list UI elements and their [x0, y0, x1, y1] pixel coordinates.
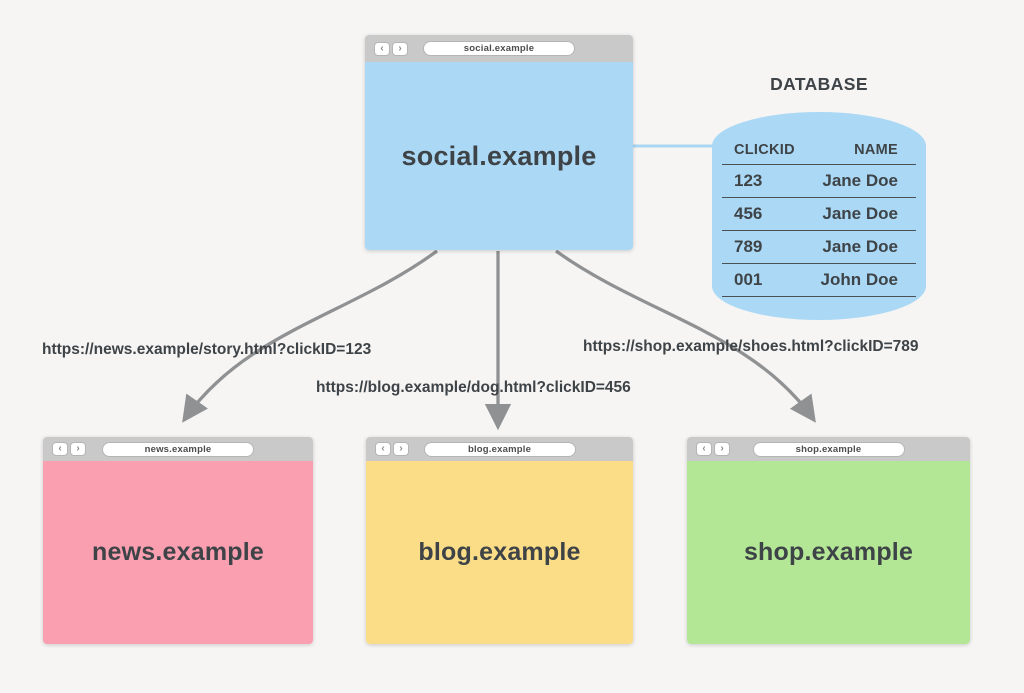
table-row: 456 Jane Doe: [722, 198, 916, 231]
forward-button-icon[interactable]: ›: [70, 442, 86, 456]
back-button-icon[interactable]: ‹: [696, 442, 712, 456]
back-button-icon[interactable]: ‹: [52, 442, 68, 456]
cell-name: Jane Doe: [822, 204, 898, 223]
browser-window-blog: ‹ › blog.example blog.example: [366, 437, 633, 644]
cell-clickid: 789: [734, 237, 763, 256]
forward-button-icon[interactable]: ›: [714, 442, 730, 456]
database-title: DATABASE: [770, 74, 868, 94]
page-content: social.example: [365, 62, 633, 250]
table-header-row: CLICKID NAME: [722, 136, 916, 165]
site-name-label: blog.example: [418, 538, 581, 566]
cell-clickid: 456: [734, 204, 763, 223]
back-button-icon[interactable]: ‹: [374, 41, 390, 56]
back-button-icon[interactable]: ‹: [375, 442, 391, 456]
nav-buttons: ‹ ›: [375, 442, 409, 456]
site-name-label: social.example: [401, 140, 597, 171]
table-row: 789 Jane Doe: [722, 231, 916, 264]
cell-name: Jane Doe: [822, 237, 898, 256]
cell-clickid: 123: [734, 171, 763, 190]
address-bar[interactable]: shop.example: [752, 441, 905, 457]
site-name-label: news.example: [92, 538, 264, 566]
arrow-to-news: [182, 249, 438, 423]
forward-button-icon[interactable]: ›: [392, 41, 408, 56]
page-content: shop.example: [687, 461, 970, 644]
page-content: blog.example: [366, 461, 633, 644]
browser-toolbar: ‹ › blog.example: [366, 437, 633, 461]
browser-toolbar: ‹ › social.example: [365, 35, 633, 62]
database-cylinder: CLICKID NAME 123 Jane Doe 456 Jane Doe 7…: [712, 112, 926, 320]
site-name-label: shop.example: [743, 538, 914, 566]
browser-toolbar: ‹ › shop.example: [687, 437, 970, 461]
url-label-news: https://news.example/story.html?clickID=…: [42, 341, 372, 358]
database-table: CLICKID NAME 123 Jane Doe 456 Jane Doe 7…: [722, 136, 916, 297]
browser-toolbar: ‹ › news.example: [43, 437, 313, 461]
arrow-to-shop: [555, 249, 816, 423]
column-header-name: NAME: [854, 142, 898, 158]
address-bar[interactable]: social.example: [423, 41, 575, 56]
nav-buttons: ‹ ›: [374, 41, 408, 56]
nav-buttons: ‹ ›: [696, 442, 730, 456]
address-bar[interactable]: news.example: [102, 441, 254, 457]
url-label-blog: https://blog.example/dog.html?clickID=45…: [316, 379, 631, 396]
cell-clickid: 001: [734, 270, 763, 289]
cell-name: Jane Doe: [822, 171, 898, 190]
column-header-clickid: CLICKID: [734, 142, 795, 158]
address-bar[interactable]: blog.example: [423, 441, 576, 457]
forward-button-icon[interactable]: ›: [393, 442, 409, 456]
cell-name: John Doe: [820, 270, 898, 289]
url-label-shop: https://shop.example/shoes.html?clickID=…: [583, 338, 919, 355]
table-row: 123 Jane Doe: [722, 165, 916, 198]
browser-window-social: ‹ › social.example social.example: [365, 35, 633, 250]
page-content: news.example: [43, 461, 313, 644]
browser-window-shop: ‹ › shop.example shop.example: [687, 437, 970, 644]
nav-buttons: ‹ ›: [52, 442, 86, 456]
table-row: 001 John Doe: [722, 264, 916, 297]
browser-window-news: ‹ › news.example news.example: [43, 437, 313, 644]
